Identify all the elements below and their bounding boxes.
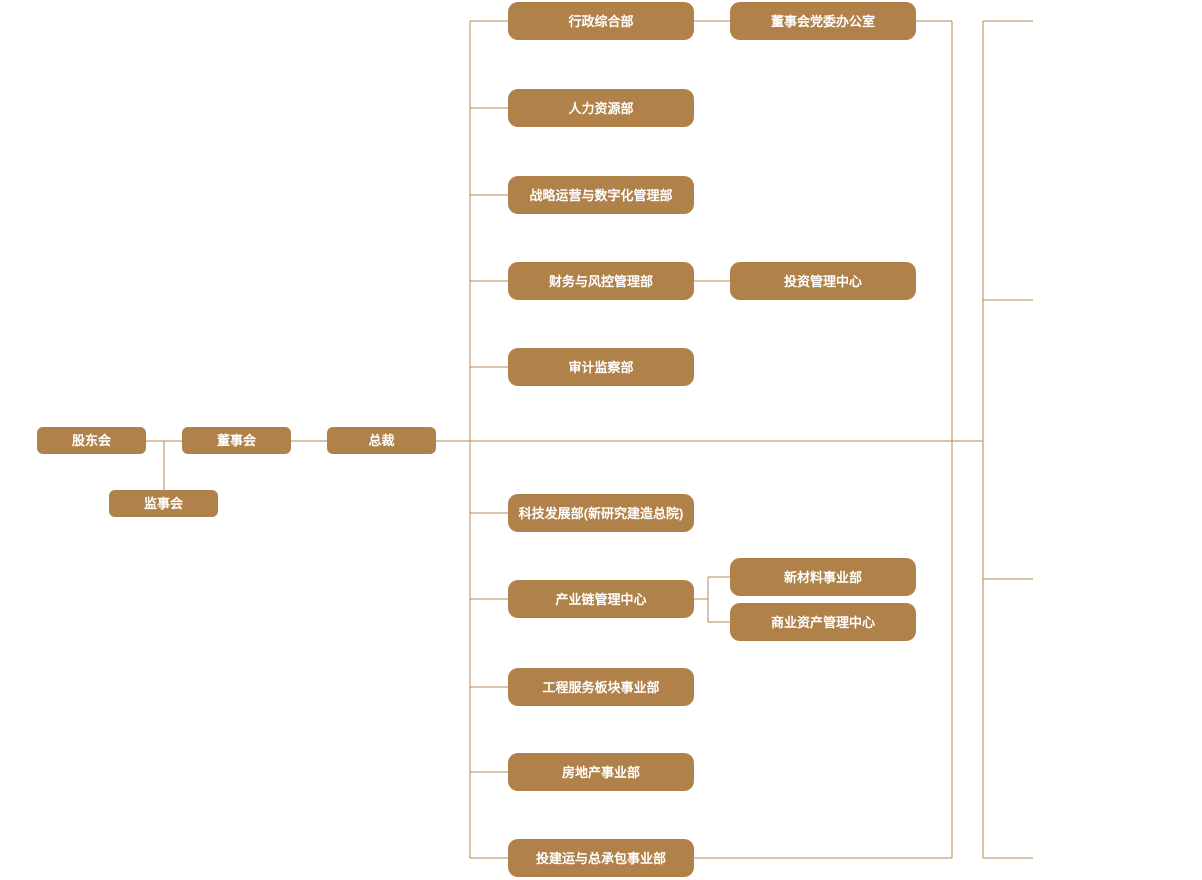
org-node-supervisory-board: 监事会 [109,490,218,517]
org-node-finance-risk: 财务与风控管理部 [508,262,694,300]
org-node-board-of-directors: 董事会 [182,427,291,454]
org-node-new-materials: 新材料事业部 [730,558,916,596]
org-node-board-party-office: 董事会党委办公室 [730,2,916,40]
org-node-industry-chain: 产业链管理中心 [508,580,694,618]
org-node-commercial-assets: 商业资产管理中心 [730,603,916,641]
org-node-audit-supervision: 审计监察部 [508,348,694,386]
org-node-engineering-services: 工程服务板块事业部 [508,668,694,706]
org-node-tech-development: 科技发展部(新研究建造总院) [508,494,694,532]
org-node-strategy-digital: 战略运营与数字化管理部 [508,176,694,214]
org-node-shareholders-meeting: 股东会 [37,427,146,454]
org-node-invest-build-epc: 投建运与总承包事业部 [508,839,694,877]
org-node-president: 总裁 [327,427,436,454]
org-node-investment-center: 投资管理中心 [730,262,916,300]
org-node-human-resources: 人力资源部 [508,89,694,127]
org-node-admin-general: 行政综合部 [508,2,694,40]
org-node-real-estate: 房地产事业部 [508,753,694,791]
